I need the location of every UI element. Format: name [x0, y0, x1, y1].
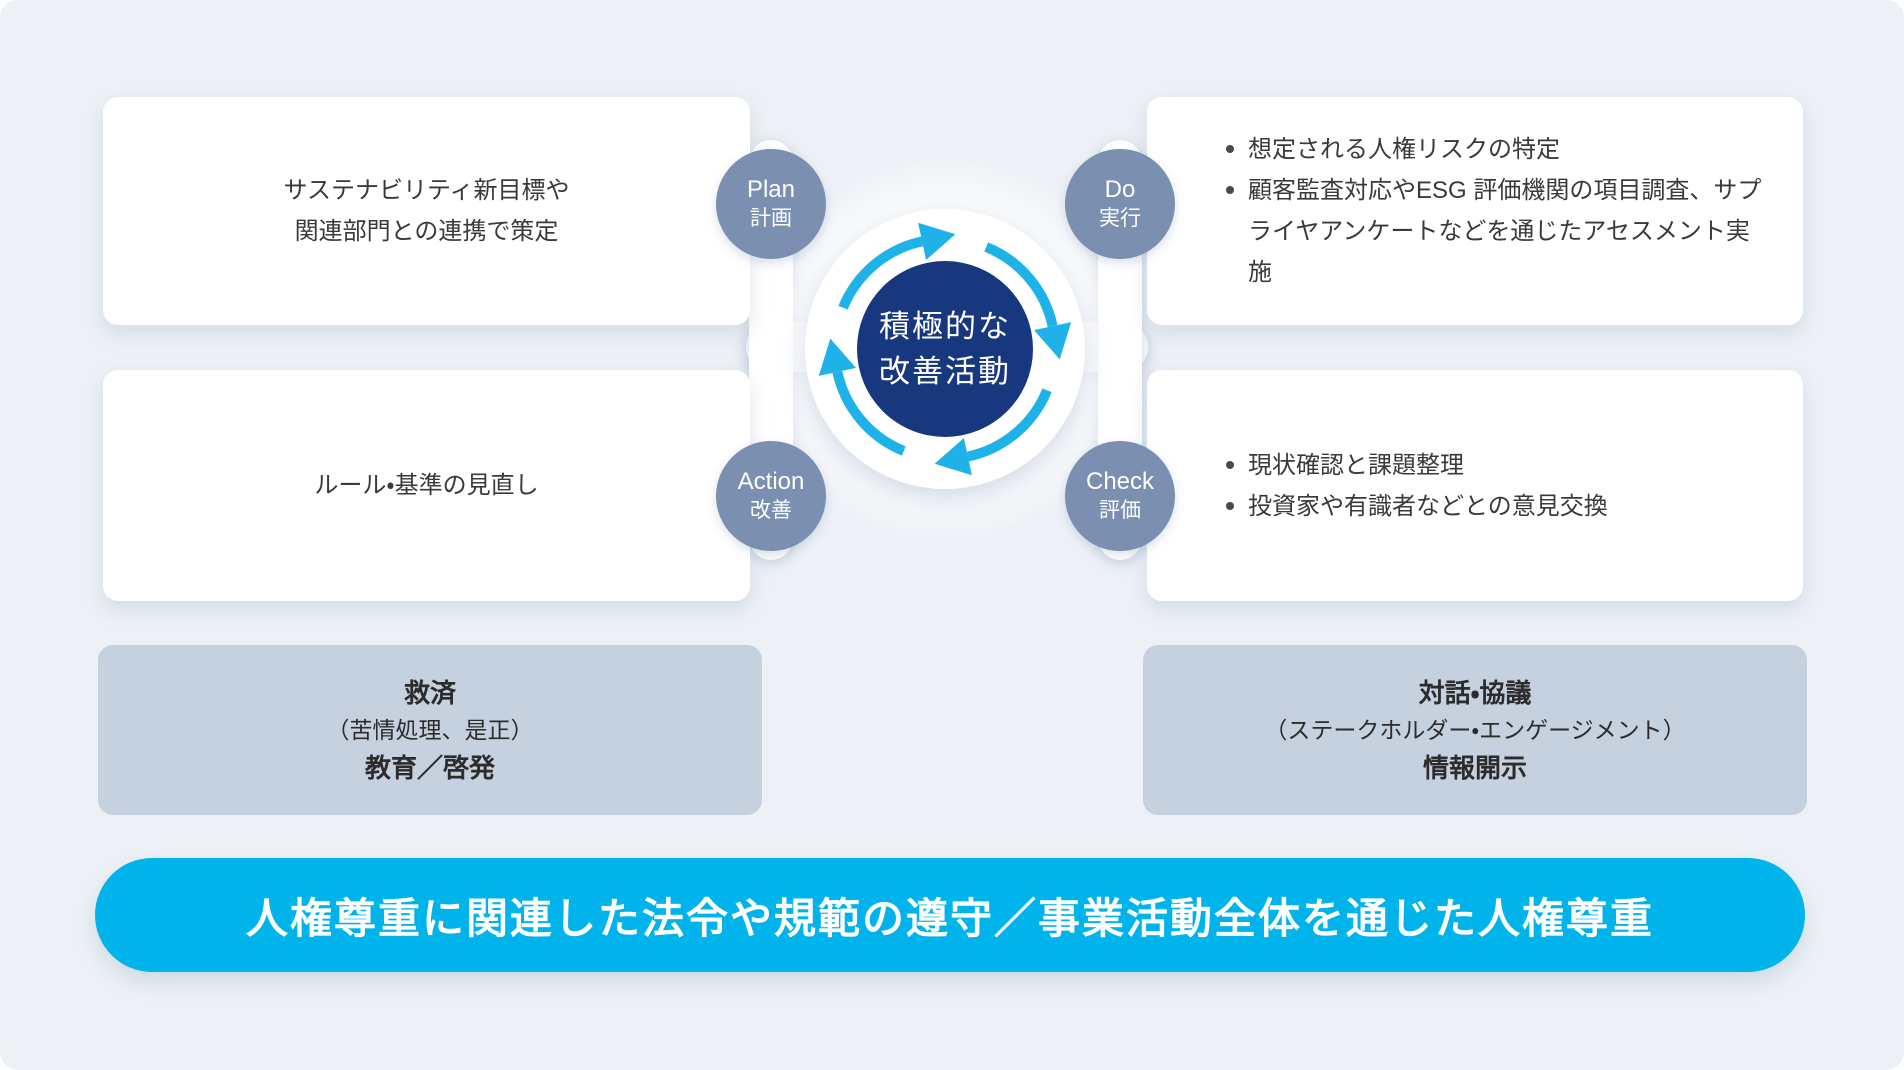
do-badge-ja: 実行: [1099, 207, 1141, 230]
cycle-center-circle: 積極的な 改善活動: [857, 261, 1033, 437]
action-card-line1: ルール・基準の見直し: [314, 472, 539, 499]
plan-card-line2: 関連部門との連携で策定: [294, 218, 559, 245]
cycle-center-line2: 改善活動: [879, 354, 1011, 389]
check-card-bullet-1: 現状確認と課題整理: [1222, 445, 1763, 486]
action-badge: Action 改善: [716, 441, 826, 551]
do-card-bullet-1: 想定される人権リスクの特定: [1222, 129, 1763, 170]
remedy-box-line3: 教育／啓発: [364, 752, 495, 783]
plan-badge-en: Plan: [746, 176, 796, 203]
plan-badge: Plan 計画: [716, 149, 826, 259]
remedy-box: 救済 （苦情処理、是正） 教育／啓発: [98, 645, 762, 815]
bottom-banner: 人権尊重に関連した法令や規範の遵守／事業活動全体を通じた人権尊重: [95, 858, 1805, 972]
do-card-bullet-2: 顧客監査対応やESG 評価機関の項目調査、サプライヤアンケートなどを通じたアセス…: [1222, 170, 1763, 293]
bottom-banner-text: 人権尊重に関連した法令や規範の遵守／事業活動全体を通じた人権尊重: [245, 894, 1654, 942]
plan-badge-ja: 計画: [750, 207, 792, 230]
dialogue-box-line3: 情報開示: [1422, 752, 1527, 783]
action-badge-ja: 改善: [750, 499, 792, 522]
plan-card: サステナビリティ新目標や 関連部門との連携で策定: [103, 97, 750, 325]
check-badge-ja: 評価: [1099, 499, 1141, 522]
dialogue-box-line2: （ステークホルダー・エンゲージメント）: [1264, 716, 1686, 743]
dialogue-box-line1: 対話・協議: [1418, 677, 1532, 708]
check-card-bullet-list: 現状確認と課題整理 投資家や有識者などとの意見交換: [1147, 445, 1803, 527]
check-card: 現状確認と課題整理 投資家や有識者などとの意見交換: [1147, 370, 1803, 601]
action-card: ルール・基準の見直し: [103, 370, 750, 601]
cycle-arrows-icon: [818, 222, 1072, 476]
dialogue-box: 対話・協議 （ステークホルダー・エンゲージメント） 情報開示: [1143, 645, 1807, 815]
do-badge-en: Do: [1104, 176, 1136, 203]
remedy-box-line1: 救済: [403, 677, 456, 708]
plan-card-line1: サステナビリティ新目標や: [283, 177, 570, 204]
check-badge: Check 評価: [1065, 441, 1175, 551]
check-badge-en: Check: [1085, 468, 1155, 495]
cycle-center-line1: 積極的な: [879, 309, 1011, 344]
remedy-box-line2: （苦情処理、是正）: [326, 716, 534, 743]
do-card-bullet-list: 想定される人権リスクの特定 顧客監査対応やESG 評価機関の項目調査、サプライヤ…: [1147, 129, 1803, 293]
check-card-bullet-2: 投資家や有識者などとの意見交換: [1222, 486, 1763, 527]
do-card: 想定される人権リスクの特定 顧客監査対応やESG 評価機関の項目調査、サプライヤ…: [1147, 97, 1803, 325]
action-badge-en: Action: [737, 468, 805, 495]
do-badge: Do 実行: [1065, 149, 1175, 259]
